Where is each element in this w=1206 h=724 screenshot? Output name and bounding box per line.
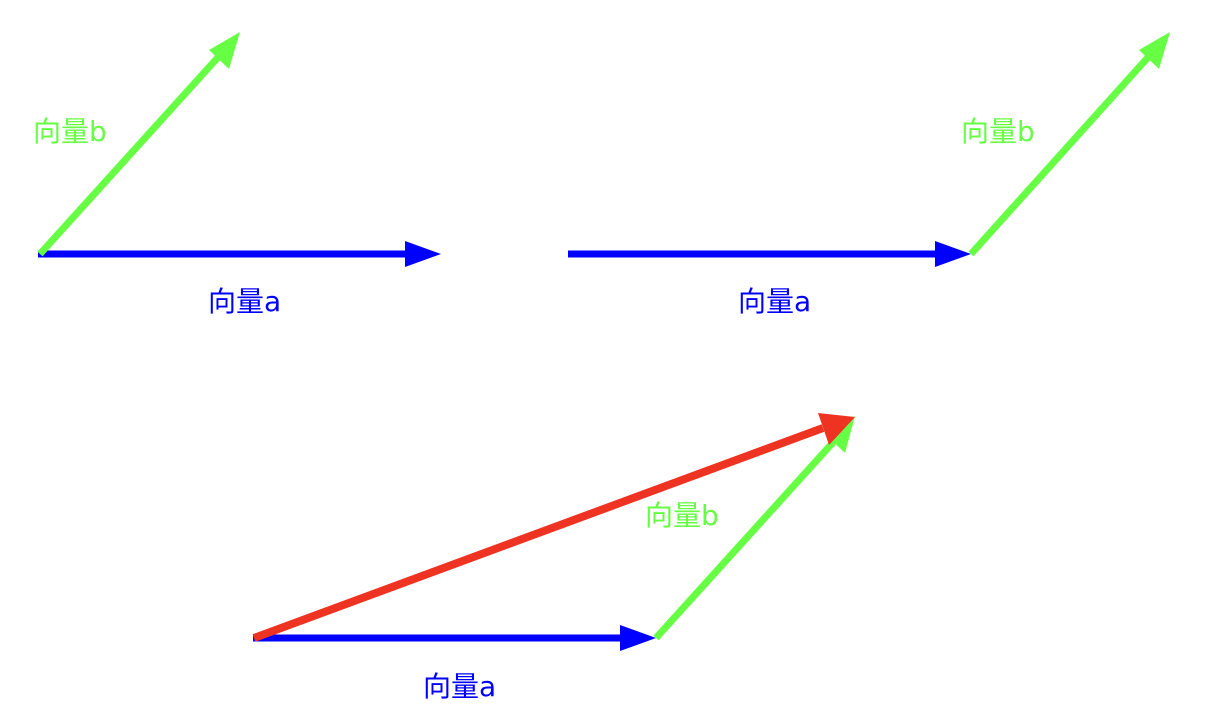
vector-b-arrow xyxy=(653,416,855,641)
vector-b-label: 向量b xyxy=(33,115,107,148)
vector-b-arrow xyxy=(968,32,1170,257)
panel-triangle-sum: 向量b 向量a xyxy=(252,413,855,703)
vector-a-arrow xyxy=(568,241,971,267)
sum-vector-arrow xyxy=(252,413,855,642)
vector-a-arrow xyxy=(38,241,441,267)
vector-b-label: 向量b xyxy=(961,115,1035,148)
vector-a-label: 向量a xyxy=(738,285,811,318)
vector-a-label: 向量a xyxy=(423,670,496,703)
vector-a-arrow xyxy=(253,625,656,651)
vector-b-label: 向量b xyxy=(645,499,719,532)
panel-common-origin: 向量b 向量a xyxy=(33,32,441,318)
panel-head-to-tail: 向量b 向量a xyxy=(568,32,1170,318)
vector-b-arrow xyxy=(37,32,240,257)
vector-a-label: 向量a xyxy=(208,285,281,318)
